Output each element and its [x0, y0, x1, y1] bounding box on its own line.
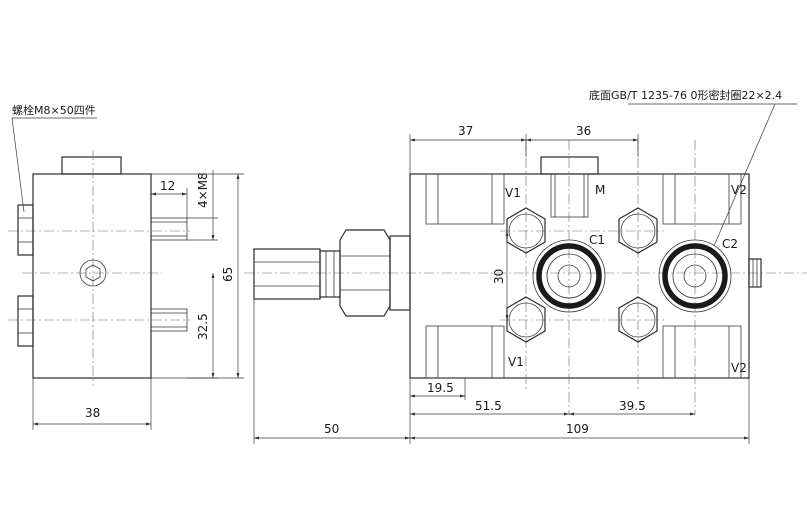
- m-port-boss: [540, 156, 599, 175]
- dim-30: 30: [492, 269, 506, 284]
- v1-top-cavity: [425, 173, 505, 225]
- label-c2: C2: [722, 237, 738, 251]
- dim-65: 65: [221, 267, 235, 282]
- dim-19-5: 19.5: [427, 381, 454, 395]
- label-v2-top: V2: [731, 183, 747, 197]
- side-top-boss: [61, 156, 122, 175]
- bolt-note: 螺栓M8×50四件: [12, 103, 96, 117]
- fitting-hex-nut: [253, 248, 321, 300]
- dim-50: 50: [324, 422, 339, 436]
- label-v1-bottom: V1: [508, 355, 524, 369]
- block-right-plug: [748, 258, 762, 288]
- label-m: M: [595, 183, 605, 197]
- v2-top-cavity: [662, 173, 742, 225]
- side-stud-upper: [150, 217, 188, 241]
- c2-port: [658, 239, 732, 313]
- block-outline: [409, 173, 750, 379]
- bolt-hex-4: [618, 296, 658, 343]
- dim-39-5: 39.5: [619, 399, 646, 413]
- side-view: 12 4×M8 32.5 65 38 螺栓M8×50四件: [8, 103, 244, 430]
- side-stud-lower: [150, 308, 188, 332]
- side-body: [32, 173, 152, 379]
- valve-block-view: V1 V2 M C1 C2 V1 V2 30 37 36 19.5 51.5 3…: [409, 88, 797, 444]
- c1-port: [532, 239, 606, 313]
- bolt-head-upper: [17, 204, 34, 256]
- fitting-collar: [319, 250, 341, 298]
- label-c1: C1: [589, 233, 605, 247]
- dim-36: 36: [576, 124, 591, 138]
- dim-4xm8: 4×M8: [196, 172, 210, 208]
- bolt-hex-2: [618, 207, 658, 254]
- side-port-hex: [85, 264, 101, 282]
- dim-12: 12: [160, 179, 175, 193]
- fitting-view: 50: [244, 229, 807, 444]
- dim-32-5: 32.5: [196, 313, 210, 340]
- oring-note: 底面GB/T 1235-76 0形密封圈22×2.4: [589, 88, 782, 102]
- dim-38: 38: [85, 406, 100, 420]
- dim-109: 109: [566, 422, 589, 436]
- v2-bottom-cavity: [662, 325, 742, 379]
- label-v1-top: V1: [505, 186, 521, 200]
- label-v2-bottom: V2: [731, 361, 747, 375]
- side-port-circle: [79, 259, 107, 287]
- dim-37: 37: [458, 124, 473, 138]
- bolt-hex-1: [506, 207, 546, 254]
- bolt-head-lower: [17, 295, 34, 347]
- m-port-bore: [550, 173, 589, 218]
- dim-51-5: 51.5: [475, 399, 502, 413]
